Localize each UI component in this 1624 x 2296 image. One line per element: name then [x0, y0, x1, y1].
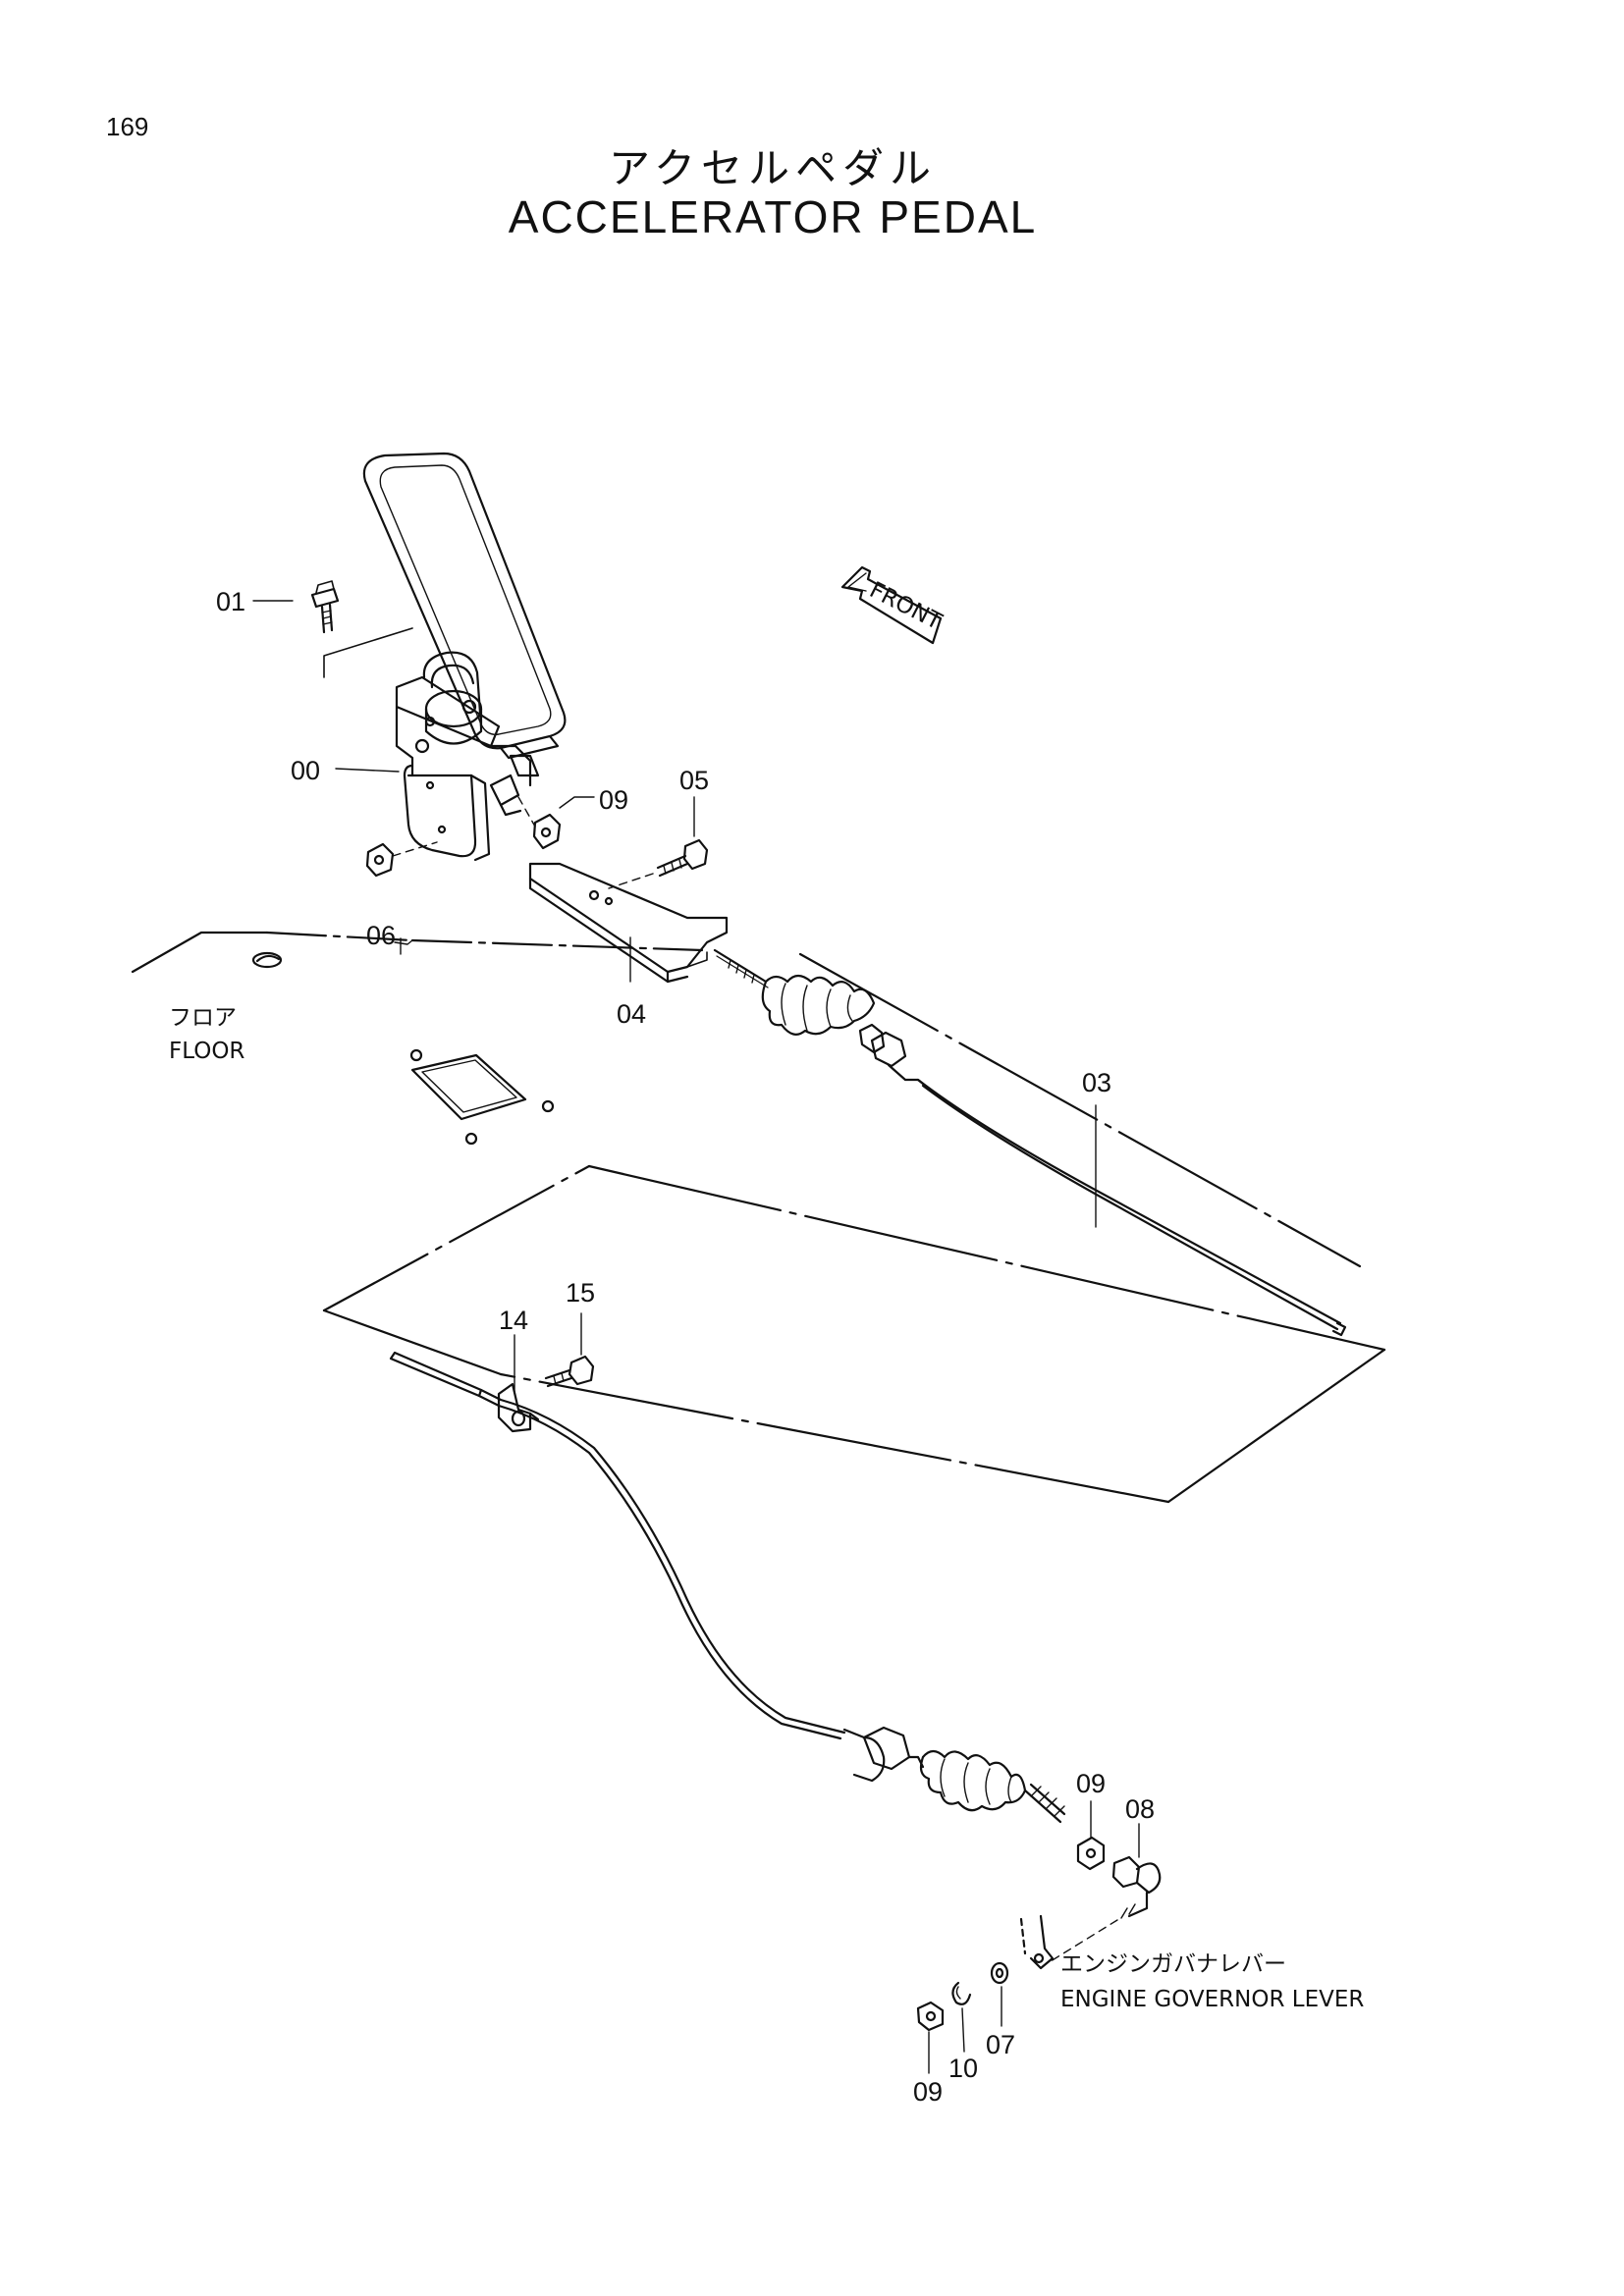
- callout-14: 14: [499, 1306, 528, 1335]
- accelerator-pedal: [362, 452, 567, 862]
- callout-01: 01: [216, 587, 245, 616]
- callout-15: 15: [566, 1278, 595, 1308]
- floor-plate: [131, 931, 1362, 1268]
- nut-09-bottom: [916, 2001, 945, 2032]
- nut-06: [365, 841, 438, 878]
- callout-labels: 01 00 09 05 06 04 03 14 15 09 08 07 10 0…: [216, 587, 1155, 2107]
- page-number: 169: [106, 112, 149, 141]
- leader-lines: [252, 600, 1140, 2074]
- governor-lever: [1019, 1914, 1055, 1970]
- throttle-cable-03: [713, 948, 1347, 1337]
- floor-label: FLOOR: [169, 1039, 244, 1064]
- lower-plane: [322, 1164, 1386, 1504]
- callout-10: 10: [948, 2054, 978, 2083]
- nut-09-lower: [1076, 1836, 1106, 1871]
- callout-03: 03: [1082, 1068, 1111, 1097]
- callout-05: 05: [679, 766, 709, 795]
- page-title-japanese: アクセルペダル: [609, 144, 937, 192]
- governor-lever-label: ENGINE GOVERNOR LEVER: [1060, 1987, 1364, 2012]
- bracket-04: [528, 862, 729, 984]
- throttle-cable-lower: [389, 1351, 1066, 1824]
- bolt-05: [608, 838, 709, 889]
- callout-08: 08: [1125, 1794, 1155, 1824]
- front-arrow-icon: FRONT: [840, 565, 947, 645]
- callout-00: 00: [291, 756, 320, 785]
- bolt-01: [310, 580, 413, 678]
- area-labels: フロア FLOOR エンジンガバナレバー ENGINE GOVERNOR LEV…: [169, 1005, 1364, 2012]
- page-title: ACCELERATOR PEDAL: [508, 191, 1038, 242]
- governor-lever-label-japanese: エンジンガバナレバー: [1060, 1951, 1286, 1977]
- callout-06: 06: [366, 921, 396, 950]
- nut-09-upper: [517, 796, 562, 850]
- ball-joint-08: [1050, 1855, 1162, 1962]
- callout-09-bottom: 09: [913, 2077, 943, 2107]
- callout-09-upper: 09: [599, 785, 628, 815]
- callout-07: 07: [986, 2030, 1015, 2059]
- callout-09-lower: 09: [1076, 1769, 1106, 1798]
- callout-04: 04: [617, 999, 646, 1029]
- floor-label-japanese: フロア: [169, 1005, 237, 1031]
- lock-washer-10: [951, 1981, 972, 2005]
- washer-07: [990, 1961, 1009, 1985]
